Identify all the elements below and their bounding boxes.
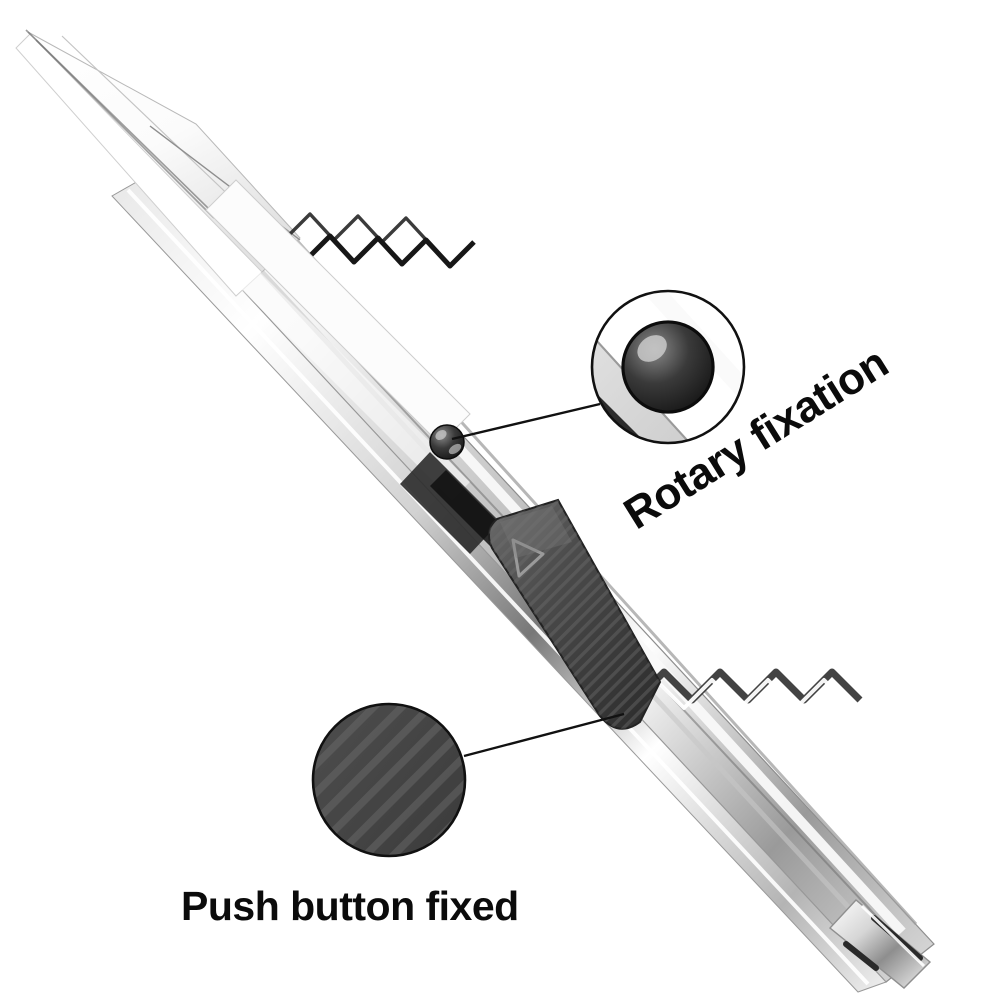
callout-rotary-fixation xyxy=(451,289,746,445)
callout-push-button xyxy=(311,702,625,858)
rotary-magnified-view xyxy=(592,291,744,443)
rotary-callout-circle xyxy=(590,289,746,445)
handle-serration-highlight xyxy=(626,678,854,710)
slider-arrow-icon xyxy=(511,538,545,578)
rotary-screw[interactable] xyxy=(429,424,465,460)
push-button-fixed-label: Push button fixed xyxy=(181,883,519,929)
knife-blade-channel xyxy=(111,179,887,993)
blade-gap-highlight xyxy=(196,226,470,500)
push-leader-line xyxy=(463,712,625,758)
push-callout-circle xyxy=(311,702,467,858)
push-magnified-view xyxy=(313,704,465,856)
rotary-leader-line xyxy=(451,402,601,441)
utility-knife xyxy=(15,29,935,993)
knife-end-cap xyxy=(828,899,932,989)
